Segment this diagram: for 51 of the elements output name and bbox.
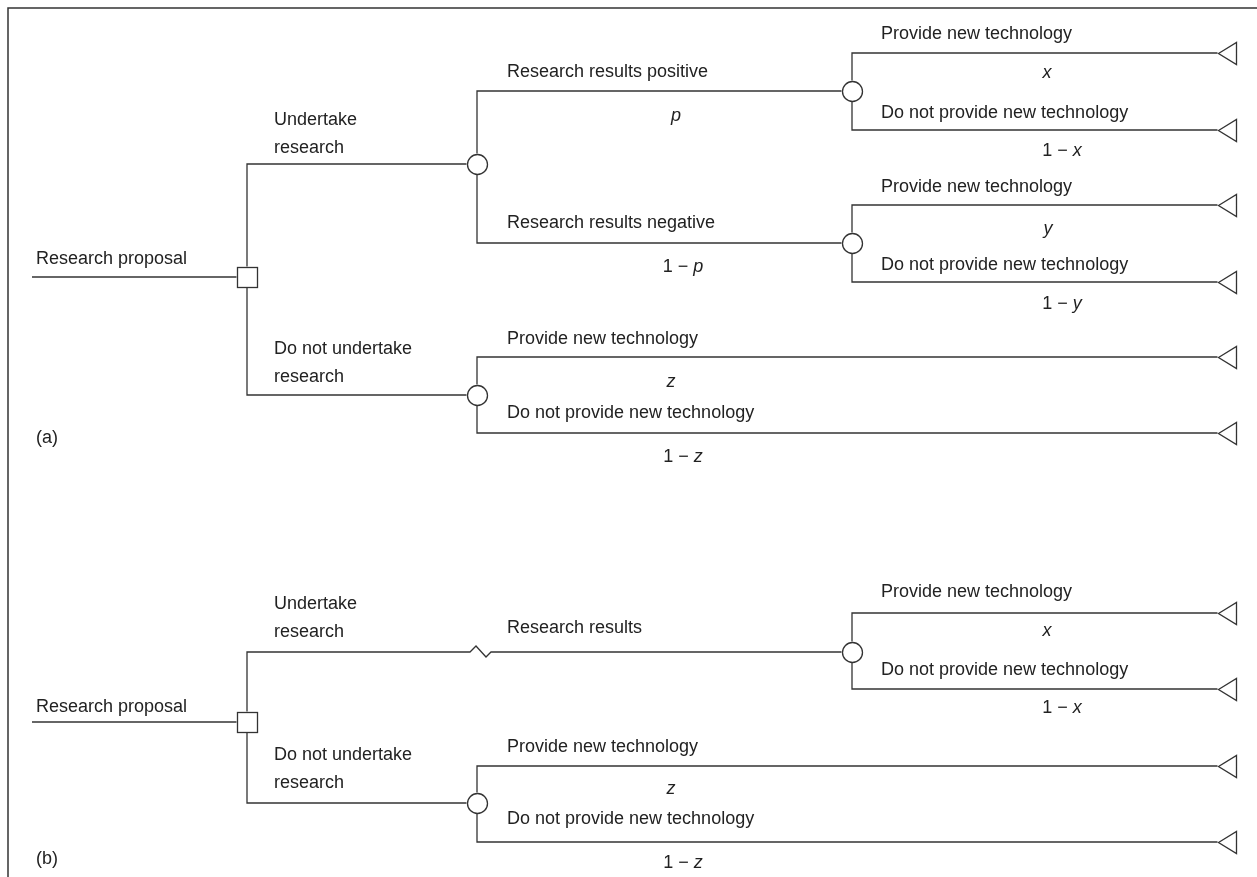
branch-line [476, 812, 1219, 843]
branch-line [476, 173, 843, 244]
branch-label: Provide new technology [507, 735, 699, 758]
branch-line [476, 404, 1219, 434]
branch-line [246, 731, 468, 804]
branch-label: Research results [507, 616, 643, 639]
branch-label: Do not provide new technology [881, 253, 1129, 276]
branch-line [851, 661, 1219, 690]
branch-line [31, 276, 238, 278]
branch-line [851, 204, 1219, 234]
branch-label: Undertake research [274, 108, 359, 159]
panel-label: (a) [36, 426, 58, 449]
branch-label: Provide new technology [507, 327, 699, 350]
probability-label: 1 − z [663, 851, 703, 874]
probability-label: 1 − p [662, 255, 704, 278]
probability-label: z [666, 777, 676, 800]
branch-label: Undertake research [274, 592, 359, 643]
panel-label: (b) [36, 847, 58, 870]
branch-label: Research proposal [36, 247, 188, 270]
branch-line [246, 645, 843, 713]
branch-label: Provide new technology [881, 175, 1073, 198]
probability-label: x [1042, 61, 1052, 84]
branch-line [851, 100, 1219, 131]
branch-line [31, 721, 238, 723]
branch-line [476, 356, 1219, 386]
probability-label: z [666, 370, 676, 393]
branch-label: Do not provide new technology [507, 401, 755, 424]
probability-label: y [1043, 217, 1053, 240]
branch-line [851, 612, 1219, 643]
branch-label: Do not provide new technology [507, 807, 755, 830]
branch-line [476, 90, 843, 155]
probability-label: p [671, 104, 681, 127]
branch-label: Do not undertake research [274, 337, 414, 388]
probability-label: x [1042, 619, 1052, 642]
branch-label: Research results positive [507, 60, 709, 83]
branch-line [851, 252, 1219, 283]
probability-label: 1 − x [1042, 139, 1082, 162]
branch-label: Do not provide new technology [881, 658, 1129, 681]
probability-label: 1 − x [1042, 696, 1082, 719]
branch-label: Provide new technology [881, 22, 1073, 45]
branch-label: Provide new technology [881, 580, 1073, 603]
branch-line [246, 286, 468, 396]
probability-label: 1 − y [1042, 292, 1082, 315]
probability-label: 1 − z [663, 445, 703, 468]
branch-label: Do not undertake research [274, 743, 414, 794]
branch-line [476, 765, 1219, 794]
branch-label: Do not provide new technology [881, 101, 1129, 124]
branch-line [851, 52, 1219, 82]
branch-label: Research results negative [507, 211, 716, 234]
branch-label: Research proposal [36, 695, 188, 718]
branch-line [246, 163, 468, 268]
